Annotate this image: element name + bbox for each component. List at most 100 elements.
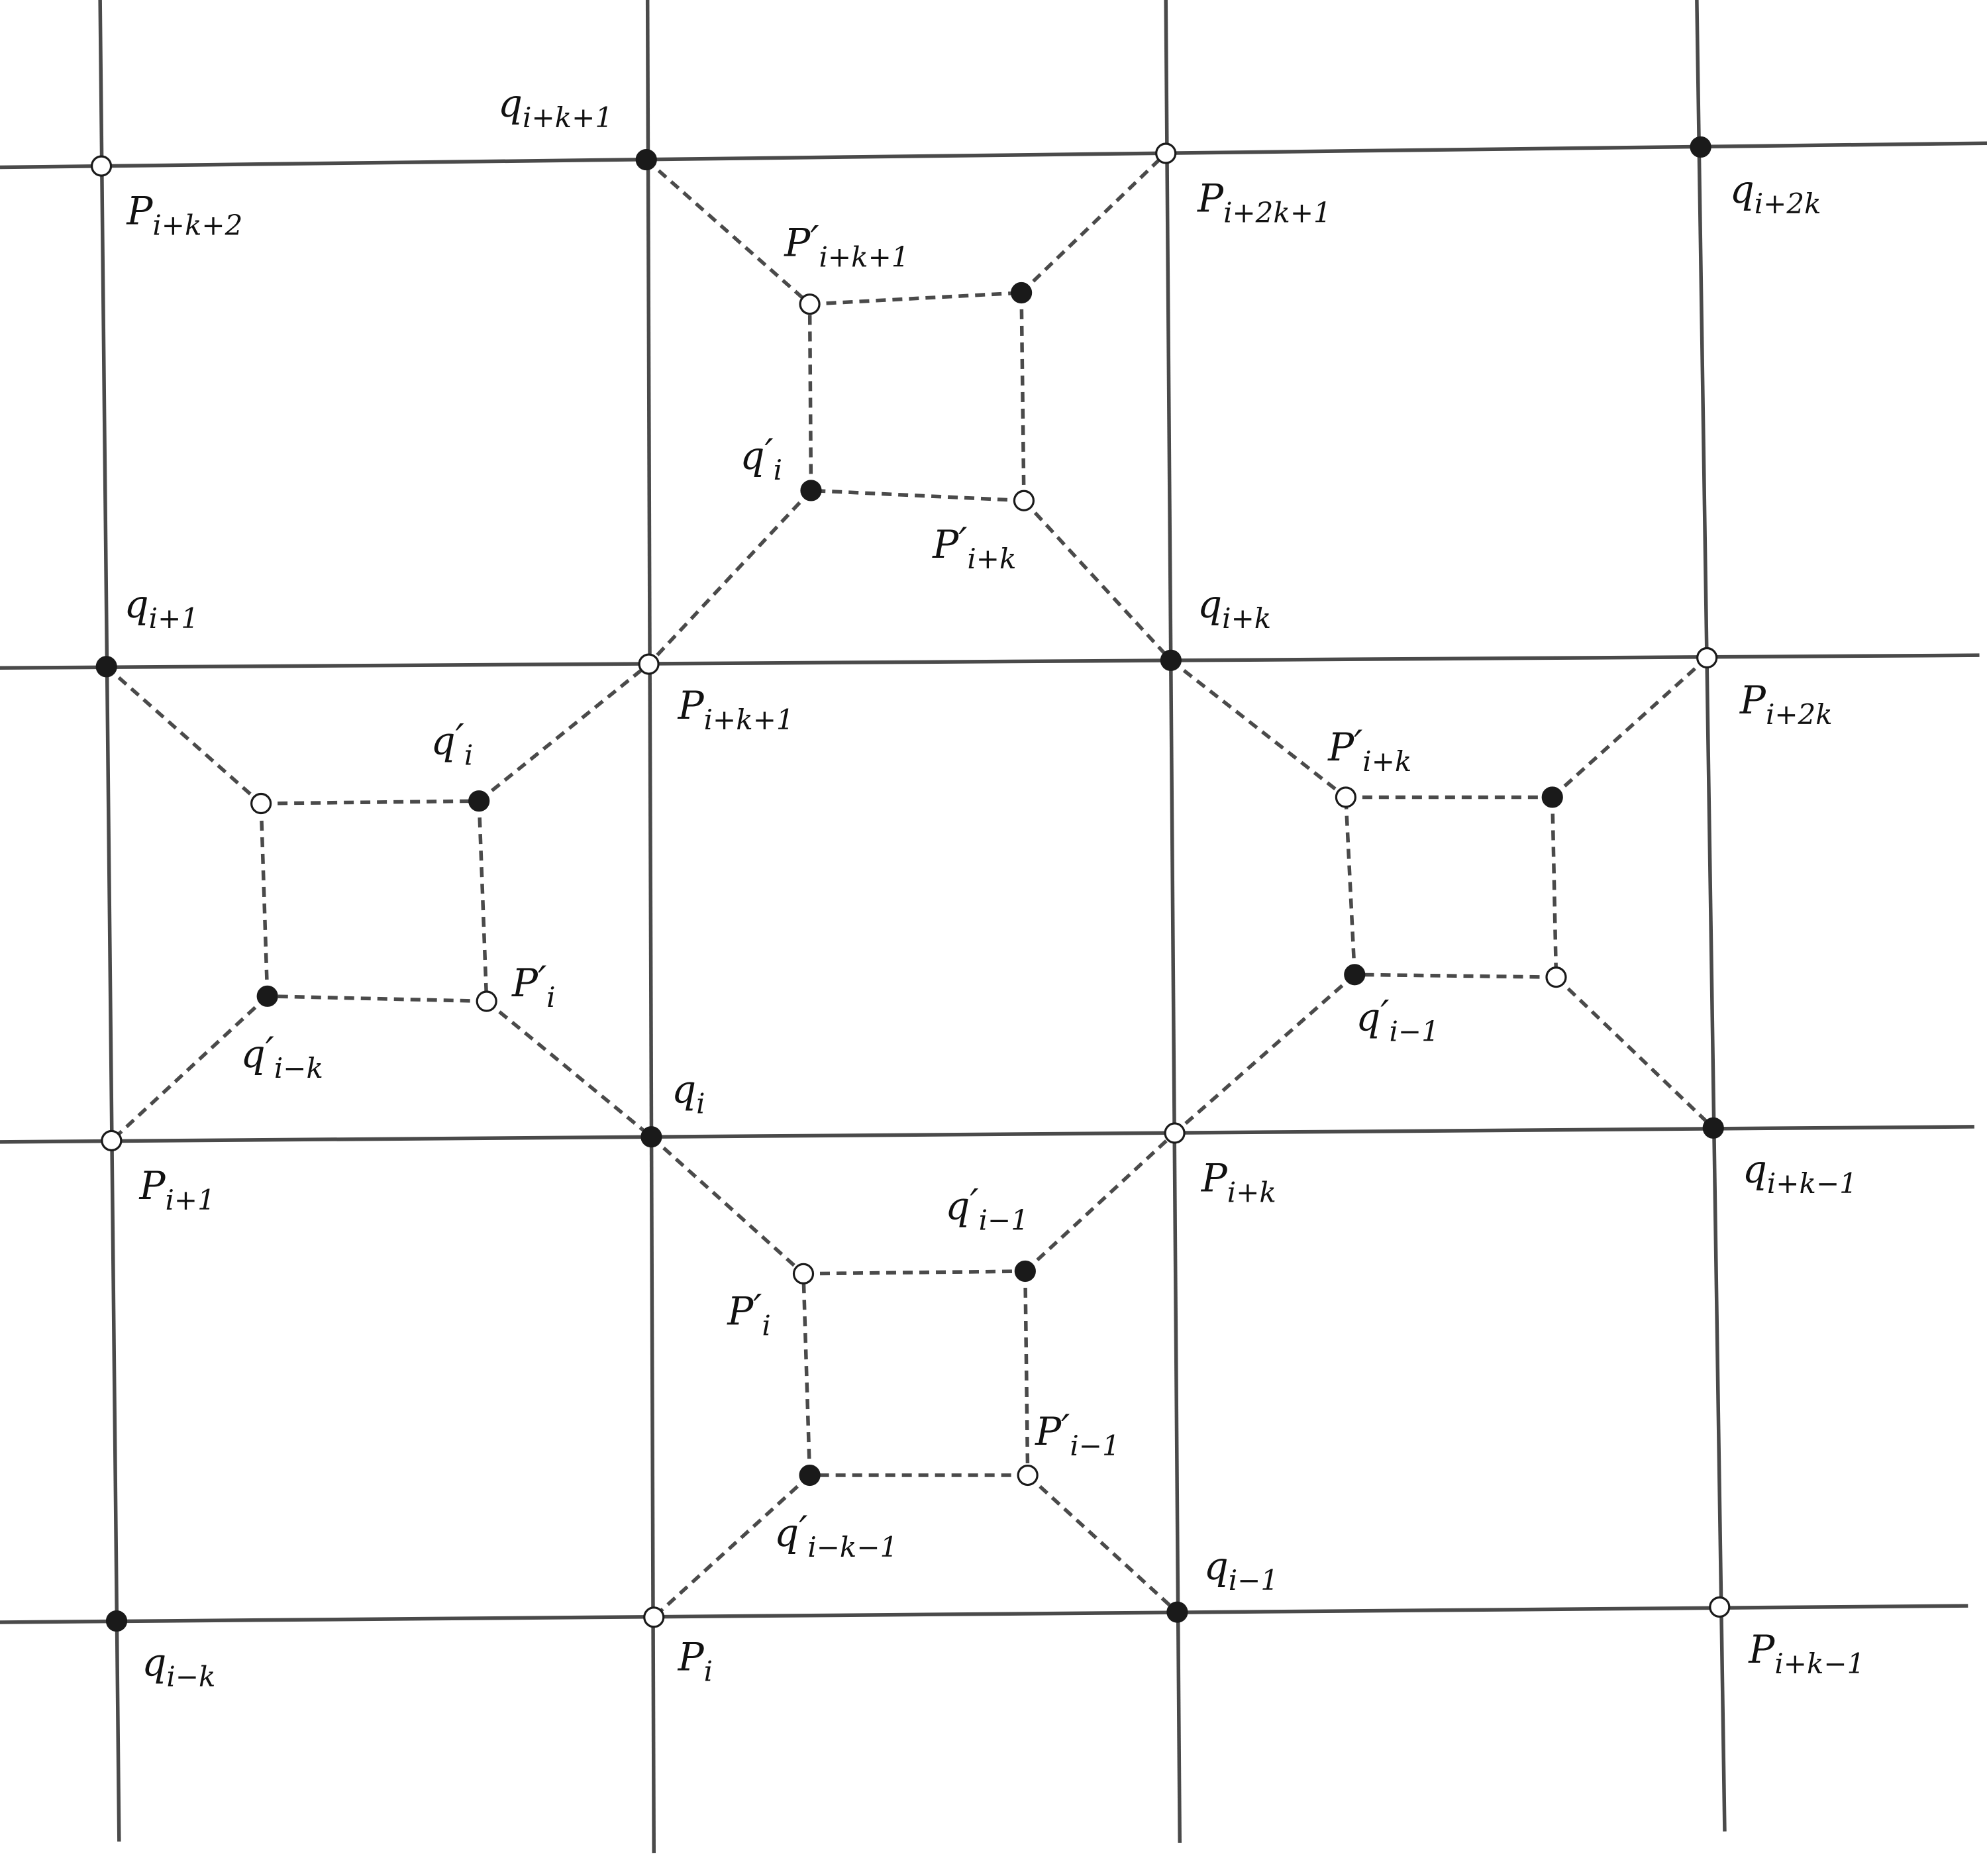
- filled-point: [799, 1464, 821, 1486]
- dashed-edge: [1020, 152, 1168, 294]
- point-label: q′i: [431, 715, 474, 771]
- open-point: [1709, 1596, 1731, 1618]
- filled-point: [1702, 1117, 1724, 1139]
- filled-point: [468, 790, 490, 812]
- open-point: [476, 990, 497, 1012]
- open-point: [250, 792, 272, 815]
- filled-point: [640, 1126, 662, 1148]
- point-label: q′i: [740, 431, 782, 486]
- point-label: qi+k+1: [498, 81, 613, 134]
- dashed-edge: [1344, 797, 1357, 975]
- open-point: [643, 1606, 665, 1628]
- dashed-edge: [801, 1273, 812, 1476]
- point-label: P′i+k: [1327, 722, 1411, 778]
- open-point: [638, 653, 660, 675]
- filled-point: [1014, 1260, 1036, 1282]
- open-point: [1155, 142, 1177, 164]
- open-point: [1545, 966, 1567, 988]
- open-point: [1164, 1122, 1186, 1144]
- open-point: [101, 1129, 123, 1152]
- point-label: Pi+2k+1: [1197, 176, 1331, 229]
- dashed-edge: [807, 304, 813, 491]
- filled-point: [800, 480, 822, 501]
- open-point: [1017, 1464, 1039, 1486]
- dashed-edge: [267, 994, 487, 1004]
- dashed-edge: [811, 488, 1025, 503]
- dashed-edge: [1170, 658, 1347, 799]
- grid-line: [0, 1125, 1974, 1144]
- point-label: Pi+1: [138, 1163, 215, 1216]
- grid-line: [0, 1604, 1968, 1624]
- open-point: [1013, 490, 1035, 511]
- point-label: qi+1: [125, 582, 199, 635]
- point-label: qi−k: [142, 1640, 215, 1693]
- dashed-edge: [478, 662, 650, 803]
- point-label: qi: [672, 1067, 705, 1120]
- filled-point: [635, 148, 657, 171]
- open-point: [1696, 647, 1718, 669]
- dashed-edge: [1023, 1131, 1176, 1273]
- dashed-edge: [485, 1000, 653, 1139]
- filled-point: [1160, 649, 1182, 671]
- point-label: Pi+k: [1201, 1155, 1276, 1208]
- grid-line: [0, 653, 1980, 670]
- dashed-edge: [477, 801, 489, 1002]
- point-label: Pi+k+2: [126, 189, 242, 242]
- dashed-edge: [650, 1135, 805, 1275]
- filled-point: [105, 1610, 128, 1632]
- point-label: qi−1: [1204, 1543, 1279, 1596]
- filled-point: [1344, 964, 1366, 986]
- dashed-edge: [1026, 1474, 1179, 1614]
- open-point: [799, 293, 821, 315]
- dashed-edge: [1554, 976, 1715, 1129]
- dashed-edge: [803, 1269, 1025, 1276]
- filled-point: [1010, 282, 1033, 304]
- filled-point: [1541, 786, 1563, 808]
- dashed-edge: [1551, 656, 1709, 799]
- point-label: Pi+k−1: [1748, 1627, 1864, 1680]
- open-point: [792, 1263, 815, 1284]
- dashed-edge: [647, 489, 813, 666]
- dashed-edge: [259, 803, 270, 996]
- dashed-edge: [644, 158, 811, 306]
- filled-point: [256, 985, 278, 1007]
- point-label: Pi: [678, 1635, 713, 1688]
- dashed-edge: [1354, 972, 1556, 979]
- point-label: qi+2k: [1730, 167, 1821, 220]
- vertex-labels: Pi+k+2qi+k+1Pi+2k+1qi+2kqi+1Pi+k+1qi+kPi…: [125, 81, 1865, 1693]
- point-label: P′i+k+1: [784, 217, 909, 273]
- dashed-connections: [105, 152, 1715, 1619]
- dashed-edge: [809, 291, 1022, 306]
- grid-line: [1695, 0, 1727, 1832]
- dashed-edge: [652, 1474, 811, 1619]
- point-label: P′i: [511, 958, 556, 1014]
- grid-line: [0, 141, 1987, 170]
- dashed-edge: [1019, 292, 1026, 501]
- grid-line: [1164, 0, 1182, 1843]
- point-label: P′i−1: [1035, 1406, 1120, 1462]
- dashed-edge: [1022, 499, 1172, 662]
- filled-point: [1166, 1601, 1188, 1623]
- point-label: q′i−k: [241, 1029, 323, 1084]
- dashed-edge: [1023, 1271, 1030, 1476]
- point-label: qi+k−1: [1743, 1147, 1857, 1200]
- open-point: [90, 155, 113, 177]
- point-label: q′i−1: [1356, 992, 1439, 1047]
- point-label: P′i+k: [932, 519, 1016, 575]
- filled-point: [95, 656, 117, 678]
- filled-point: [1690, 136, 1711, 158]
- point-label: P′i: [727, 1286, 771, 1341]
- grid-line: [645, 0, 656, 1853]
- point-label: q′i−1: [945, 1181, 1029, 1237]
- dashed-edge: [261, 799, 480, 806]
- point-label: Pi+k+1: [678, 683, 794, 736]
- open-point: [1335, 786, 1356, 808]
- dashed-edge: [1551, 797, 1558, 978]
- grid-line: [98, 0, 121, 1842]
- point-label: q′i−k−1: [774, 1508, 897, 1563]
- dashed-edge: [1173, 973, 1356, 1135]
- dashed-edge: [110, 994, 269, 1142]
- point-label: Pi+2k: [1739, 678, 1833, 731]
